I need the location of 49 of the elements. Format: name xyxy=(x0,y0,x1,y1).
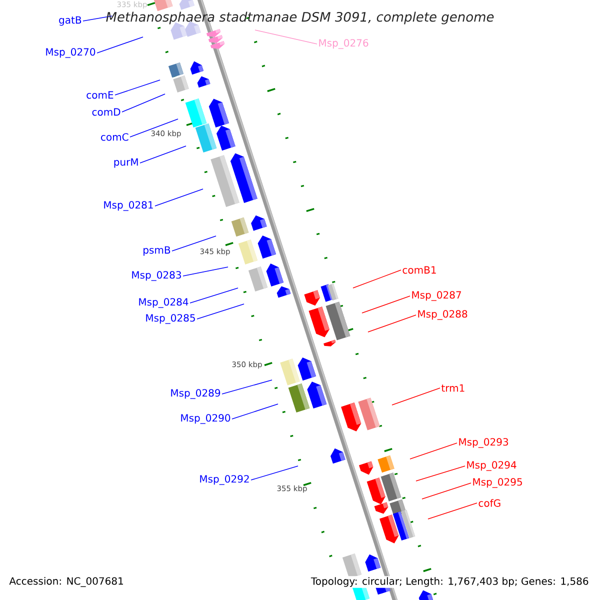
gene-label: purM xyxy=(114,158,138,168)
leader-line xyxy=(410,442,458,460)
leader-line xyxy=(232,404,278,420)
gene-label: comB1 xyxy=(402,266,436,274)
leader-line xyxy=(352,270,402,288)
gene-label: Msp_0294 xyxy=(467,461,516,471)
footer-text: Accession: NC_007681 xyxy=(8,576,125,588)
leader-line xyxy=(368,314,416,332)
gene-label: Msp_0287 xyxy=(412,291,461,301)
leader-line xyxy=(182,266,228,276)
leader-line xyxy=(190,288,238,304)
leader-line xyxy=(154,188,204,206)
gene-label: comE xyxy=(86,91,114,99)
gene-label: gatB xyxy=(59,16,82,26)
leader-line xyxy=(172,236,216,252)
gene-label: Msp_0281 xyxy=(104,201,153,211)
leader-line xyxy=(196,304,244,320)
leader-line xyxy=(362,296,410,314)
gene-label: trm1 xyxy=(441,384,464,392)
gene-label: Msp_0283 xyxy=(132,271,181,281)
leader-line xyxy=(140,146,186,164)
title: Methanosphaera stadtmanae DSM 3091, complete genome xyxy=(106,12,494,24)
gene-label: Msp_0285 xyxy=(146,314,195,324)
gene-label: Msp_0284 xyxy=(139,298,188,308)
leader-line xyxy=(222,380,272,394)
leader-line xyxy=(114,80,160,96)
gene-label: Msp_0276 xyxy=(319,39,368,49)
leader-line xyxy=(130,118,178,138)
gene-label: Msp_0293 xyxy=(459,438,508,448)
leader-line xyxy=(254,30,318,44)
gene-label: psmB xyxy=(144,246,170,256)
gene-label: Msp_0292 xyxy=(200,475,249,485)
leader-line xyxy=(428,502,478,520)
leader-line xyxy=(250,466,298,480)
gene-label: Msp_0270 xyxy=(46,48,96,58)
gene-label: Msp_0295 xyxy=(473,478,522,488)
leader-line xyxy=(82,16,112,22)
leader-line xyxy=(96,36,144,54)
gene-label: comC xyxy=(101,133,128,141)
footer-text: Topology: circular; Length: 1,767,403 bp; Genes: 1,586 xyxy=(310,576,590,588)
gene-label: Msp_0288 xyxy=(418,310,468,320)
leader-line xyxy=(422,482,472,500)
gene-label: Msp_0289 xyxy=(171,389,220,399)
gene-label: comD xyxy=(92,108,120,116)
leader-line xyxy=(122,94,166,112)
gene-label: cofG xyxy=(478,499,500,507)
leader-line xyxy=(392,388,440,406)
leader-line xyxy=(416,466,466,482)
gene-label: Msp_0290 xyxy=(181,414,230,424)
